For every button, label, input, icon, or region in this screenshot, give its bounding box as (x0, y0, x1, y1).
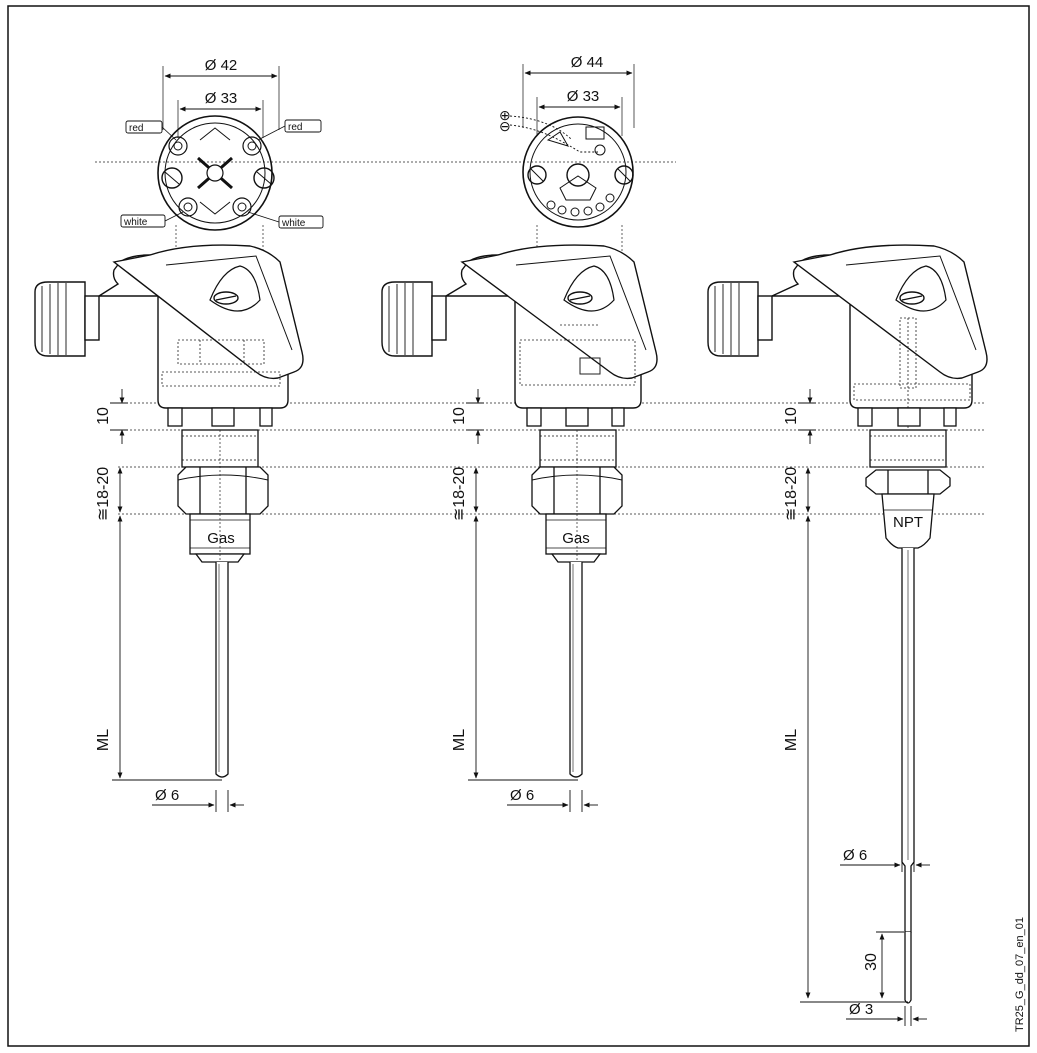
svg-text:⊖: ⊖ (499, 118, 511, 134)
svg-text:Ø 42: Ø 42 (205, 57, 238, 74)
assembly-b-thread (545, 430, 607, 563)
tube-diameter-c (840, 850, 930, 872)
terminal-plus-symbol: ⊕ (499, 107, 511, 123)
assembly-c-tube (901, 548, 915, 1004)
svg-text:Ø 33: Ø 33 (567, 88, 600, 105)
wire-label-top-left: red (125, 120, 177, 141)
drawing-id: TR25_G_dd_07_en_01 (1014, 917, 1026, 1032)
terminal-minus-symbol: ⊖ (499, 118, 511, 134)
assembly-a-tube (215, 562, 229, 778)
tube-diameter-a (152, 790, 244, 812)
wire-label-bottom-left: white (120, 211, 184, 228)
thread-label-b: Gas (562, 530, 590, 547)
thread-label-a: Gas (207, 530, 235, 547)
tip-diameter (846, 1006, 927, 1026)
tube-diameter-c-label: Ø 6 (843, 847, 867, 864)
ml-b: ML (451, 729, 468, 751)
assembly-c-head (707, 244, 988, 409)
top-view-terminal-block (157, 115, 275, 231)
assembly-a-thread (189, 430, 251, 563)
ml-a: ML (95, 729, 112, 751)
tube-diameter-b-label: Ø 6 (510, 787, 534, 804)
tip-length-30: 30 (863, 953, 880, 971)
diameter-33-dimension-b: Ø 33 (536, 88, 623, 136)
svg-text:⊕: ⊕ (499, 107, 511, 123)
top-view-transmitter (509, 115, 634, 228)
assembly-c-internals (853, 317, 971, 460)
thread-length-b: ≅18-20 (451, 467, 468, 521)
diameter-33-dimension-a: Ø 33 (177, 90, 264, 138)
wire-label-top-right: red (257, 119, 322, 141)
thread-length-c: ≅18-20 (783, 467, 800, 521)
assembly-b-neck (526, 407, 625, 468)
assembly-a-neck (167, 407, 273, 468)
wire-label-bottom-right: white (247, 211, 324, 229)
assembly-b-tube (569, 562, 583, 778)
assembly-a-hex-nut (177, 466, 269, 515)
height-10-c: 10 (783, 407, 800, 425)
assembly-a-head (34, 244, 304, 409)
svg-text:red: red (288, 122, 302, 133)
assembly-c-hex-nut (865, 469, 951, 495)
dimension-lines-a (110, 389, 222, 781)
svg-text:Ø 44: Ø 44 (571, 54, 604, 71)
height-10-b: 10 (451, 407, 468, 425)
diameter-42-dimension: Ø 42 (162, 57, 280, 130)
drawing-frame (7, 5, 1030, 1047)
tube-diameter-b (507, 790, 598, 812)
assembly-a-internals (161, 339, 281, 387)
assembly-c-neck (857, 407, 957, 468)
thread-length-a: ≅18-20 (95, 467, 112, 521)
svg-text:red: red (129, 123, 143, 134)
svg-text:white: white (281, 218, 306, 229)
dimension-lines-c (798, 389, 908, 1003)
height-10-a: 10 (95, 407, 112, 425)
assembly-b-head (381, 244, 658, 409)
diameter-44-dimension: Ø 44 (522, 54, 635, 128)
tube-diameter-a-label: Ø 6 (155, 787, 179, 804)
thread-label-c: NPT (893, 514, 923, 531)
tip-diameter-label: Ø 3 (849, 1001, 873, 1018)
assembly-b-internals (519, 324, 636, 386)
assembly-c-thread (881, 493, 935, 549)
svg-text:Ø 33: Ø 33 (205, 90, 238, 107)
ml-c: ML (783, 729, 800, 751)
dimension-lines-b (466, 389, 578, 781)
svg-text:white: white (123, 217, 148, 228)
